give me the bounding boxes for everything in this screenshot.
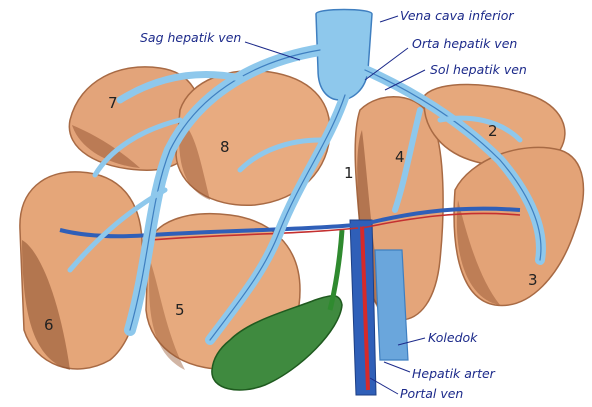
segment-7-number: 7 (108, 94, 118, 112)
segment-5-number: 5 (175, 301, 185, 319)
segment-8-number: 8 (220, 138, 230, 156)
segment-3-number: 3 (528, 271, 538, 289)
label-sol-hepatik-ven: Sol hepatik ven (430, 62, 527, 77)
label-sag-hepatik-ven: Sag hepatik ven (140, 30, 241, 45)
label-orta-hepatik-ven: Orta hepatik ven (412, 36, 517, 51)
segment-1-number: 1 (344, 164, 354, 182)
segment-4-number: 4 (395, 148, 405, 166)
segment-6-number: 6 (44, 316, 54, 334)
label-koledok: Koledok (428, 330, 478, 345)
label-vena-cava-inferior: Vena cava inferior (400, 8, 514, 23)
label-hepatik-arter: Hepatik arter (412, 366, 496, 381)
label-portal-ven: Portal ven (400, 386, 463, 401)
segment-2-number: 2 (488, 122, 498, 140)
vena-cava-inferior-vessel (316, 10, 372, 101)
